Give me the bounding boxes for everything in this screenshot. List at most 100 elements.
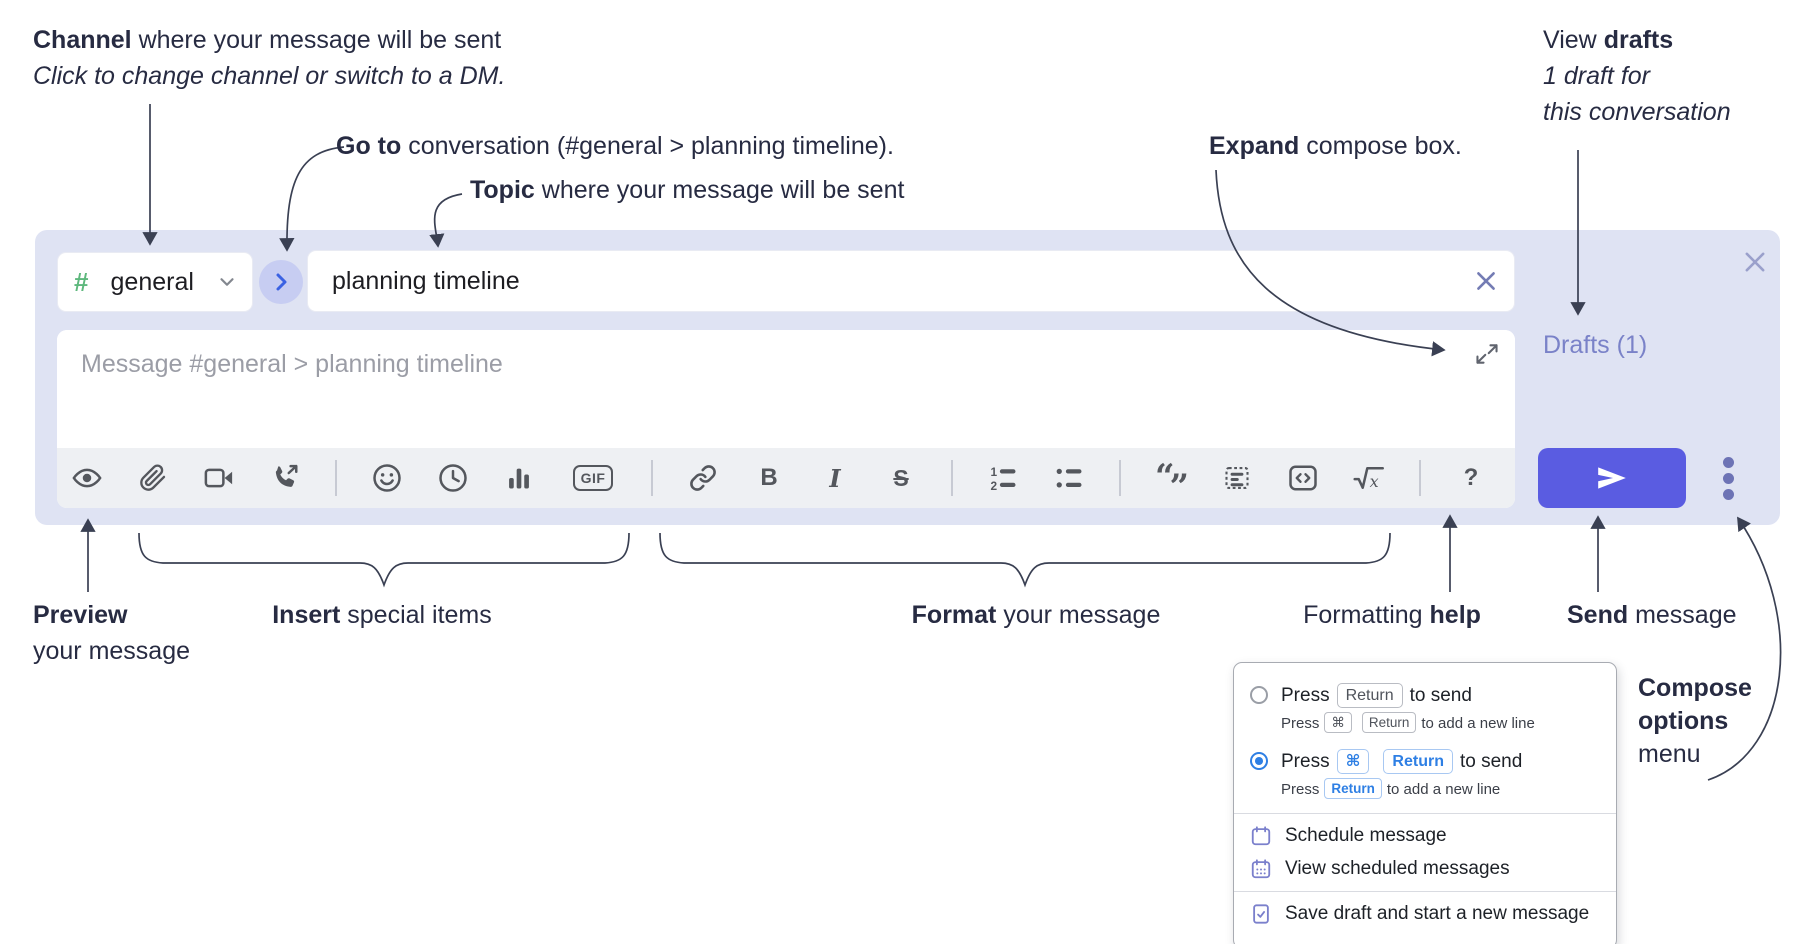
chevron-right-icon [276,273,287,291]
audio-call-button[interactable] [269,455,301,501]
topic-field [307,250,1515,312]
bold-icon: B [760,464,778,491]
draft-check-icon [1253,904,1269,924]
annotation-insert: Insert special items [272,601,492,629]
annotation-channel: Channel where your message will be sent … [33,22,505,94]
schedule-clock-button[interactable] [437,455,469,501]
annotation-help: Formatting help [1303,601,1481,629]
formatting-help-button[interactable]: ? [1455,455,1487,501]
svg-text:1: 1 [991,465,998,479]
toolbar-divider [1419,460,1421,496]
annotation-expand: Expand compose box. [1209,132,1462,160]
blockquote-button[interactable]: “” [1155,455,1189,507]
compose-box: # general [35,230,1780,525]
channel-name: general [110,267,194,296]
annotation-compose-options: Compose options menu [1638,674,1752,768]
smiley-icon [373,464,401,492]
drafts-link[interactable]: Drafts (1) [1543,331,1648,359]
return-keycap: Return [1383,749,1453,774]
radio-selected[interactable] [1250,752,1268,770]
kebab-dot [1722,488,1734,500]
video-clip-button[interactable] [203,455,235,501]
message-input[interactable] [57,330,1515,448]
link-button[interactable] [687,455,719,501]
message-editor: GIF B I S 1 [57,330,1515,508]
formatting-toolbar: GIF B I S 1 [57,448,1515,508]
menu-item-save-draft-new-message[interactable]: Save draft and start a new message [1250,903,1600,925]
compose-options-button[interactable] [1706,448,1750,508]
toolbar-divider [335,460,337,496]
text-snippet-icon [1225,467,1249,489]
bold-button[interactable]: B [753,455,785,501]
poll-bars-button[interactable] [503,455,535,501]
topic-input[interactable] [308,266,1458,296]
menu-divider [1234,891,1616,892]
channel-hash-icon: # [74,266,89,297]
go-to-conversation-button[interactable] [259,260,303,304]
send-plane-icon [1598,467,1626,489]
svg-text:2: 2 [991,479,998,493]
preview-eye-button[interactable] [71,455,103,501]
chevron-down-icon [220,278,234,286]
cmd-keycap: ⌘ [1324,712,1352,733]
emoji-button[interactable] [371,455,403,501]
kebab-dot [1722,472,1734,484]
clear-topic-button[interactable] [1458,251,1514,311]
menu-divider [1234,813,1616,814]
toolbar-divider [1119,460,1121,496]
snippet-button[interactable] [1221,455,1253,501]
menu-item-view-scheduled-messages[interactable]: View scheduled messages [1250,858,1600,880]
video-camera-icon [204,468,233,488]
annotation-channel-bold: Channel [33,26,132,54]
return-keycap: Return [1324,778,1382,799]
channel-selector[interactable]: # general [57,252,253,312]
square-root-icon: x [1353,467,1384,491]
radio-unselected[interactable] [1250,686,1268,704]
bullet-list-icon [1056,468,1082,488]
phone-call-icon [275,464,298,487]
link-icon [690,465,716,491]
ordered-list-button[interactable]: 1 2 [987,455,1019,501]
return-keycap: Return [1361,712,1417,733]
calendar-grid-icon [1251,859,1271,879]
attach-file-button[interactable] [137,455,169,501]
question-mark-icon: ? [1463,464,1479,491]
code-block-button[interactable] [1287,455,1319,501]
bar-chart-icon [509,468,529,489]
insert-brace [138,532,630,588]
bullet-list-button[interactable] [1053,455,1085,501]
ordered-list-icon: 1 2 [991,465,1016,493]
strikethrough-icon: S [893,464,909,491]
eye-icon [72,468,102,488]
svg-text:x: x [1370,472,1379,491]
clock-icon [439,464,467,492]
kebab-dot [1722,456,1734,468]
close-compose-button[interactable] [1735,242,1775,282]
expand-compose-button[interactable] [1471,338,1503,370]
annotation-preview: Preview your message [33,601,191,665]
close-icon [1477,272,1495,290]
formula-button[interactable]: x [1353,455,1385,501]
format-brace [659,532,1391,588]
return-keycap: Return [1336,683,1403,708]
annotation-channel-sub: Click to change channel or switch to a D… [33,62,506,90]
code-icon [1289,465,1317,491]
annotation-goto: Go to conversation (#general > planning … [336,132,894,160]
strikethrough-button[interactable]: S [885,455,917,501]
expand-icon [1476,344,1498,364]
annotation-format: Format your message [911,601,1161,629]
italic-button[interactable]: I [819,455,851,501]
quote-icon: “” [1155,457,1189,507]
toolbar-divider [651,460,653,496]
gif-icon: GIF [572,465,614,491]
annotation-view-drafts: View drafts 1 draft for this conversatio… [1543,26,1731,126]
menu-item-schedule-message[interactable]: Schedule message [1250,825,1600,847]
paperclip-icon [140,464,166,491]
gif-button[interactable]: GIF [569,455,617,501]
send-button[interactable] [1538,448,1686,508]
cmd-keycap: ⌘ [1336,749,1370,774]
